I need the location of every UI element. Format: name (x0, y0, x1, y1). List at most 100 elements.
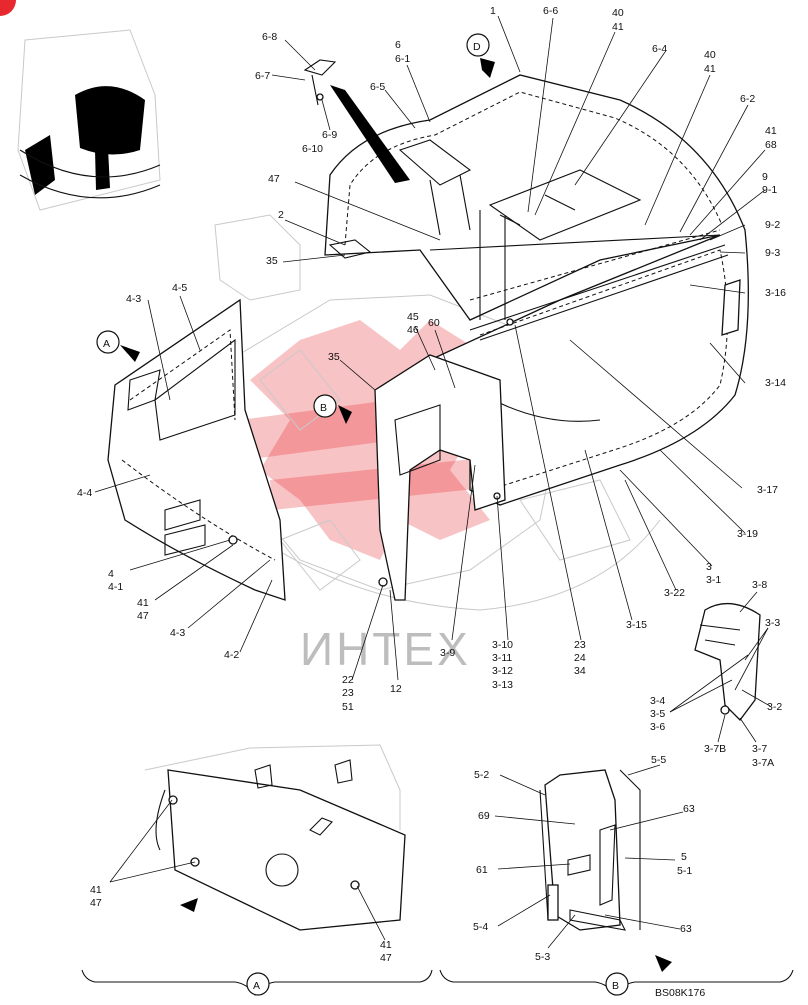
callout-label: 5-3 (535, 951, 550, 963)
callout-label: 6-4 (652, 43, 667, 55)
callout-label: 3-14 (765, 377, 786, 389)
callout-label: 34 (574, 665, 586, 677)
drawing-code: BS08K176 (655, 987, 705, 999)
callout-label: 47 (90, 897, 102, 909)
callout-label: 6-7 (255, 70, 270, 82)
callout-label: 3-19 (737, 528, 758, 540)
callout-label: 6-10 (302, 143, 323, 155)
svg-text:B: B (320, 402, 327, 414)
locator-thumbnail (17, 29, 161, 211)
callout-label: 4-3 (126, 293, 141, 305)
callout-label: 5-5 (651, 754, 666, 766)
callout-label: 4-5 (172, 282, 187, 294)
pointer-arrow (330, 85, 410, 183)
callout-label: 22 (342, 674, 354, 686)
callout-label: 24 (574, 652, 586, 664)
callout-label: 9-1 (762, 184, 777, 196)
callout-label: 41 (612, 21, 624, 33)
callout-label: 41 (90, 884, 102, 896)
callout-label: 3-13 (492, 679, 513, 691)
callout-label: 23 (342, 687, 354, 699)
callout-label: 9-2 (765, 219, 780, 231)
svg-text:A: A (103, 338, 110, 350)
callout-label: 35 (328, 351, 340, 363)
callout-label: 3-2 (767, 701, 782, 713)
callout-label: 46 (407, 324, 419, 336)
callout-label: 45 (407, 311, 419, 323)
leader-lines (94, 15, 771, 949)
callout-label: 6-1 (395, 53, 410, 65)
callout-label: 3-3 (765, 617, 780, 629)
callout-label: 3-12 (492, 665, 513, 677)
callout-label: 41 (380, 939, 392, 951)
callout-label: 3-17 (757, 484, 778, 496)
callout-label: 6-5 (370, 81, 385, 93)
callout-label: 4-3 (170, 627, 185, 639)
callout-label: 9-3 (765, 247, 780, 259)
callout-label: 3-1 (706, 574, 721, 586)
callout-label: 3-15 (626, 619, 647, 631)
callout-label: 4 (108, 568, 114, 580)
callout-label: 5 (681, 851, 687, 863)
callout-label: 5-4 (473, 921, 488, 933)
callout-label: 3-5 (650, 708, 665, 720)
callout-label: 6-2 (740, 93, 755, 105)
callout-label: 41 (137, 597, 149, 609)
callout-label: 6-6 (543, 5, 558, 17)
view-arrow-d (480, 58, 495, 78)
callout-label: 61 (476, 864, 488, 876)
view-mark-a: A (96, 330, 120, 354)
callout-label: 60 (428, 317, 440, 329)
callout-label: 5-2 (474, 769, 489, 781)
callout-label: 3-8 (752, 579, 767, 591)
callout-label: 41 (765, 125, 777, 137)
callout-label: 3-7A (752, 757, 774, 769)
callout-label: 9 (762, 171, 768, 183)
callout-label: 5-1 (677, 865, 692, 877)
callout-label: 3-10 (492, 639, 513, 651)
callout-label: 3-9 (440, 647, 455, 659)
rear-panel (107, 298, 286, 601)
engine-hood (324, 74, 749, 506)
callout-label: 3-4 (650, 695, 665, 707)
callout-label: 1 (490, 5, 496, 17)
section-label-b: B (612, 980, 619, 992)
callout-label: 47 (137, 610, 149, 622)
callout-label: 40 (704, 49, 716, 61)
callout-label: 6 (395, 39, 401, 51)
detail-view-b: B (439, 769, 794, 997)
callout-label: 4-1 (108, 581, 123, 593)
svg-text:D: D (473, 41, 481, 53)
callout-label: 35 (266, 255, 278, 267)
side-bracket (374, 318, 514, 601)
view-arrow-b (338, 405, 352, 424)
callout-label: 41 (704, 63, 716, 75)
callout-label: 63 (683, 803, 695, 815)
callout-label: 3 (706, 561, 712, 573)
callout-label: 4-4 (77, 487, 92, 499)
callout-label: 2 (278, 209, 284, 221)
callout-label: 3-22 (664, 587, 685, 599)
view-mark-b: B (313, 394, 337, 418)
callout-label: 12 (390, 683, 402, 695)
view-mark-d: D (466, 33, 490, 57)
callout-label: 3-7B (704, 743, 726, 755)
section-label-a: A (253, 980, 260, 992)
detail-view-a: A (81, 744, 433, 997)
handle-detail (303, 59, 337, 106)
callout-label: 47 (380, 952, 392, 964)
callout-label: 3-11 (492, 652, 512, 664)
callout-label: 68 (765, 139, 777, 151)
callout-label: 6-8 (262, 31, 277, 43)
callout-label: 3-16 (765, 287, 786, 299)
callout-label: 23 (574, 639, 586, 651)
callout-label: 6-9 (322, 129, 337, 141)
callout-label: 40 (612, 7, 624, 19)
callout-label: 69 (478, 810, 490, 822)
callout-label: 63 (680, 923, 692, 935)
watermark-text: ИНТЕХ (300, 623, 471, 675)
callout-label: 3-7 (752, 743, 767, 755)
